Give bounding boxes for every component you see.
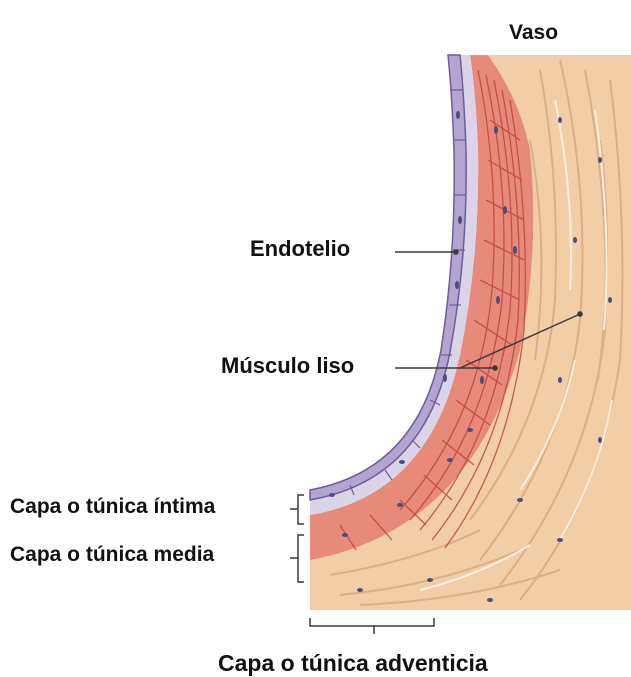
vessel-label: Vaso <box>509 22 558 43</box>
tunica-media-label: Capa o túnica media <box>10 544 214 565</box>
endothelium-label: Endotelio <box>250 238 350 260</box>
smooth-muscle-label: Músculo liso <box>221 355 354 377</box>
tunica-intima-label: Capa o túnica íntima <box>10 496 215 517</box>
intima-bracket <box>290 495 304 524</box>
tunica-adventitia-label: Capa o túnica adventicia <box>218 652 488 675</box>
adventitia-bracket <box>310 618 434 634</box>
media-bracket <box>290 535 304 582</box>
